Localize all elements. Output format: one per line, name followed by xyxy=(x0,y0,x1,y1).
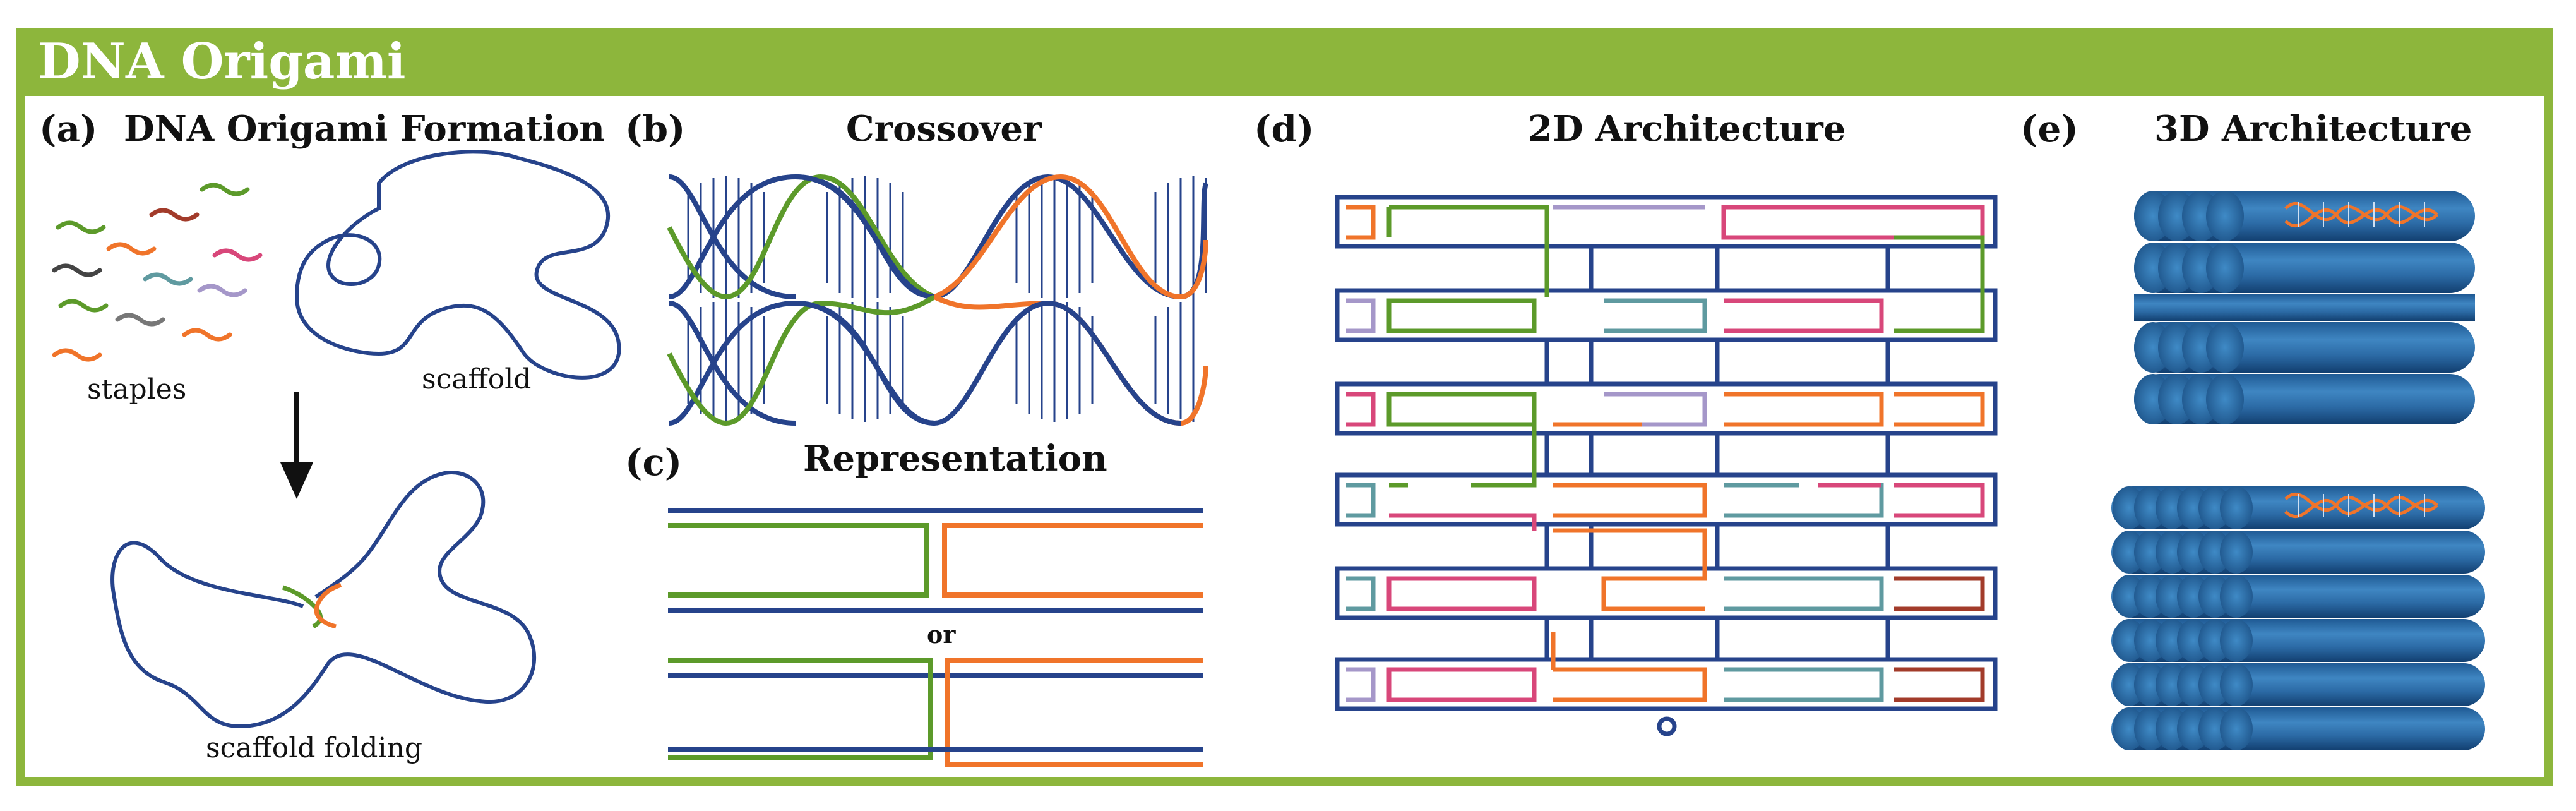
panel-d-title: 2D Architecture xyxy=(1528,108,1846,150)
staples-label: staples xyxy=(87,373,187,406)
origami-2d-lattice xyxy=(1335,195,1998,736)
staples-group xyxy=(52,183,263,362)
panel-e-label: (e) xyxy=(2020,107,2078,150)
figure-title: DNA Origami xyxy=(38,33,406,90)
panel-d-label: (d) xyxy=(1254,107,1315,150)
panel-c-title: Representation xyxy=(803,438,1107,479)
panel-a-title: DNA Origami Formation xyxy=(124,108,605,150)
scaffold-loop xyxy=(294,150,621,380)
representation-diagram xyxy=(668,508,1203,767)
fold-crossover xyxy=(282,582,342,629)
crossover-helices xyxy=(667,174,1208,426)
panel-c-label: (c) xyxy=(625,441,683,484)
or-label: or xyxy=(927,620,956,649)
scaffold-folding-label: scaffold folding xyxy=(206,732,423,764)
origami-3d-bundle-bottom xyxy=(2111,486,2485,750)
title-banner xyxy=(16,28,2553,96)
folded-scaffold xyxy=(110,471,537,729)
scaffold-label: scaffold xyxy=(422,363,532,395)
panel-e-title: 3D Architecture xyxy=(2154,108,2472,150)
origami-3d-bundle-top xyxy=(2134,191,2475,424)
panel-b-label: (b) xyxy=(625,107,686,150)
down-arrow xyxy=(280,392,313,499)
panel-a-label: (a) xyxy=(39,107,98,150)
panel-b-title: Crossover xyxy=(846,108,1042,150)
